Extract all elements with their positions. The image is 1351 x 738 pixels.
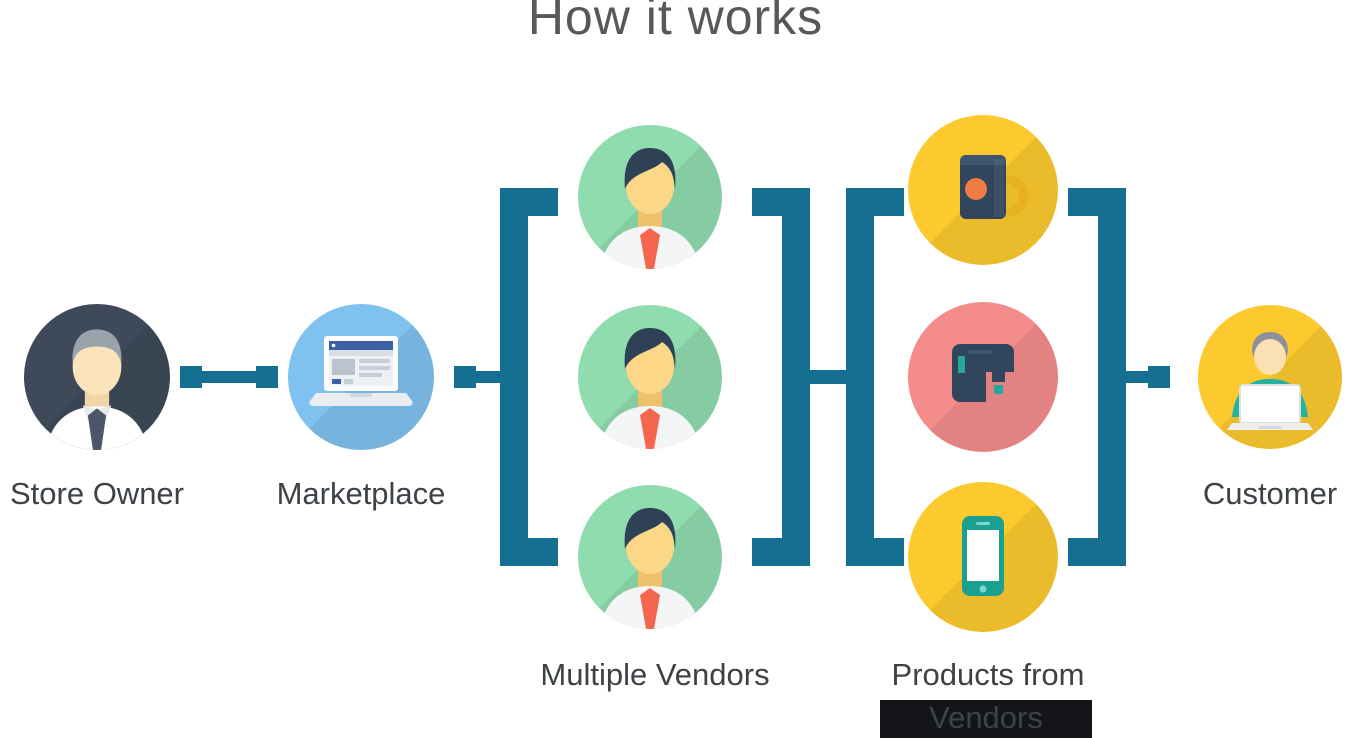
bracket-bar	[1098, 188, 1126, 566]
connector-products-customer	[1124, 371, 1150, 383]
connector-endpoint	[256, 366, 278, 388]
vendor-person-icon	[600, 328, 700, 449]
products-label-line2: Vendors	[929, 700, 1043, 735]
bracket-cap	[528, 188, 558, 216]
coffee-mug-icon	[960, 155, 1029, 219]
store-owner-label: Store Owner	[9, 476, 184, 511]
customer-at-laptop-icon	[1227, 332, 1313, 430]
store-owner-node	[24, 304, 170, 450]
connector-store-owner-marketplace	[198, 371, 260, 383]
product-node-printer	[908, 302, 1058, 452]
products-bracket-left	[846, 188, 904, 566]
bracket-cap	[752, 538, 782, 566]
vendors-bracket-right	[752, 188, 810, 566]
connector-endpoint	[454, 366, 476, 388]
bracket-bar	[500, 188, 528, 566]
vendors-bracket-left	[500, 188, 558, 566]
customer-node	[1198, 305, 1342, 449]
product-node-mug	[908, 115, 1058, 265]
bracket-cap	[874, 188, 904, 216]
connector-endpoint	[1148, 366, 1170, 388]
products-label-line1: Products from	[891, 657, 1085, 692]
bracket-cap	[1068, 188, 1098, 216]
marketplace-label: Marketplace	[276, 476, 446, 511]
smartphone-icon	[962, 516, 1004, 596]
connector-endpoint	[180, 366, 202, 388]
vendor-person-icon	[600, 148, 700, 269]
bracket-bar	[782, 188, 810, 566]
product-node-phone	[908, 482, 1058, 632]
vendors-label: Multiple Vendors	[540, 657, 770, 692]
bracket-cap	[752, 188, 782, 216]
vendor-node-1	[578, 125, 722, 269]
products-bracket-right	[1068, 188, 1126, 566]
bracket-bar	[846, 188, 874, 566]
store-owner-icon	[46, 329, 148, 450]
page-title: How it works	[527, 0, 824, 45]
marketplace-node	[288, 304, 434, 450]
marketplace-laptop-icon	[309, 336, 413, 406]
products-label-band: Vendors	[880, 700, 1092, 738]
connector-marketplace-vendors	[472, 371, 502, 383]
bracket-cap	[528, 538, 558, 566]
bracket-cap	[1068, 538, 1098, 566]
connector-vendors-products	[808, 370, 848, 384]
bracket-cap	[874, 538, 904, 566]
printer-machine-icon	[952, 344, 1014, 402]
vendor-node-3	[578, 485, 722, 629]
customer-label: Customer	[1202, 476, 1338, 511]
vendor-node-2	[578, 305, 722, 449]
vendor-person-icon	[600, 508, 700, 629]
